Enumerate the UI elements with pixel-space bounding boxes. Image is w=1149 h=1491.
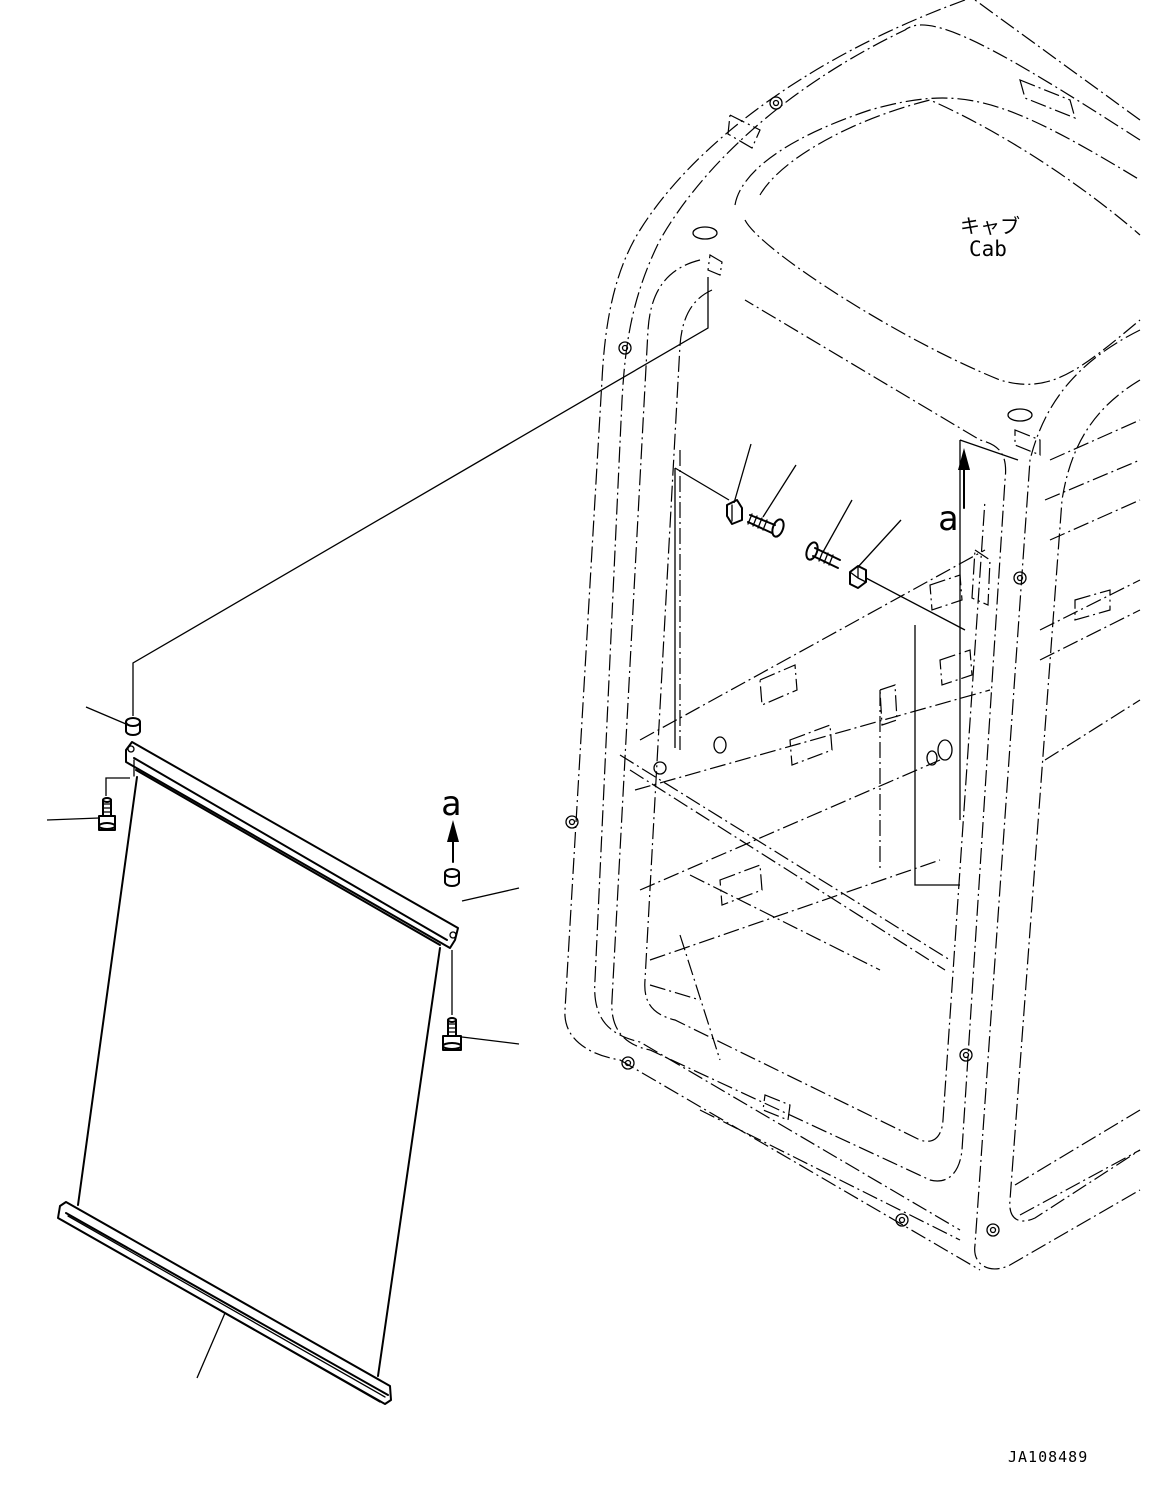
cab-label-en: Cab (969, 237, 1007, 261)
mount-point-arrow-top: a (938, 448, 970, 539)
part-leaders (46, 443, 902, 1379)
screw-left (747, 513, 785, 538)
collar-top-left (125, 717, 141, 736)
cab-label-jp: キャブ (960, 214, 1020, 238)
collar-right (444, 868, 460, 887)
arrow-a-label-bottom: a (441, 784, 461, 824)
mount-point-arrow-bottom: a (441, 784, 461, 863)
roller-blind (57, 741, 459, 1405)
cab-frame (564, 0, 1141, 1271)
arrow-a-label-top: a (938, 499, 958, 539)
bolt-right (442, 1017, 462, 1051)
clip-nut-left (726, 499, 743, 525)
bolt-left (98, 797, 116, 831)
clip-nut-right (849, 565, 867, 589)
screw-right (805, 541, 841, 569)
drawing-number: JA108489 (1008, 1448, 1088, 1466)
cab-label: キャブ Cab (960, 214, 1020, 261)
alignment-lines (105, 277, 1019, 1015)
